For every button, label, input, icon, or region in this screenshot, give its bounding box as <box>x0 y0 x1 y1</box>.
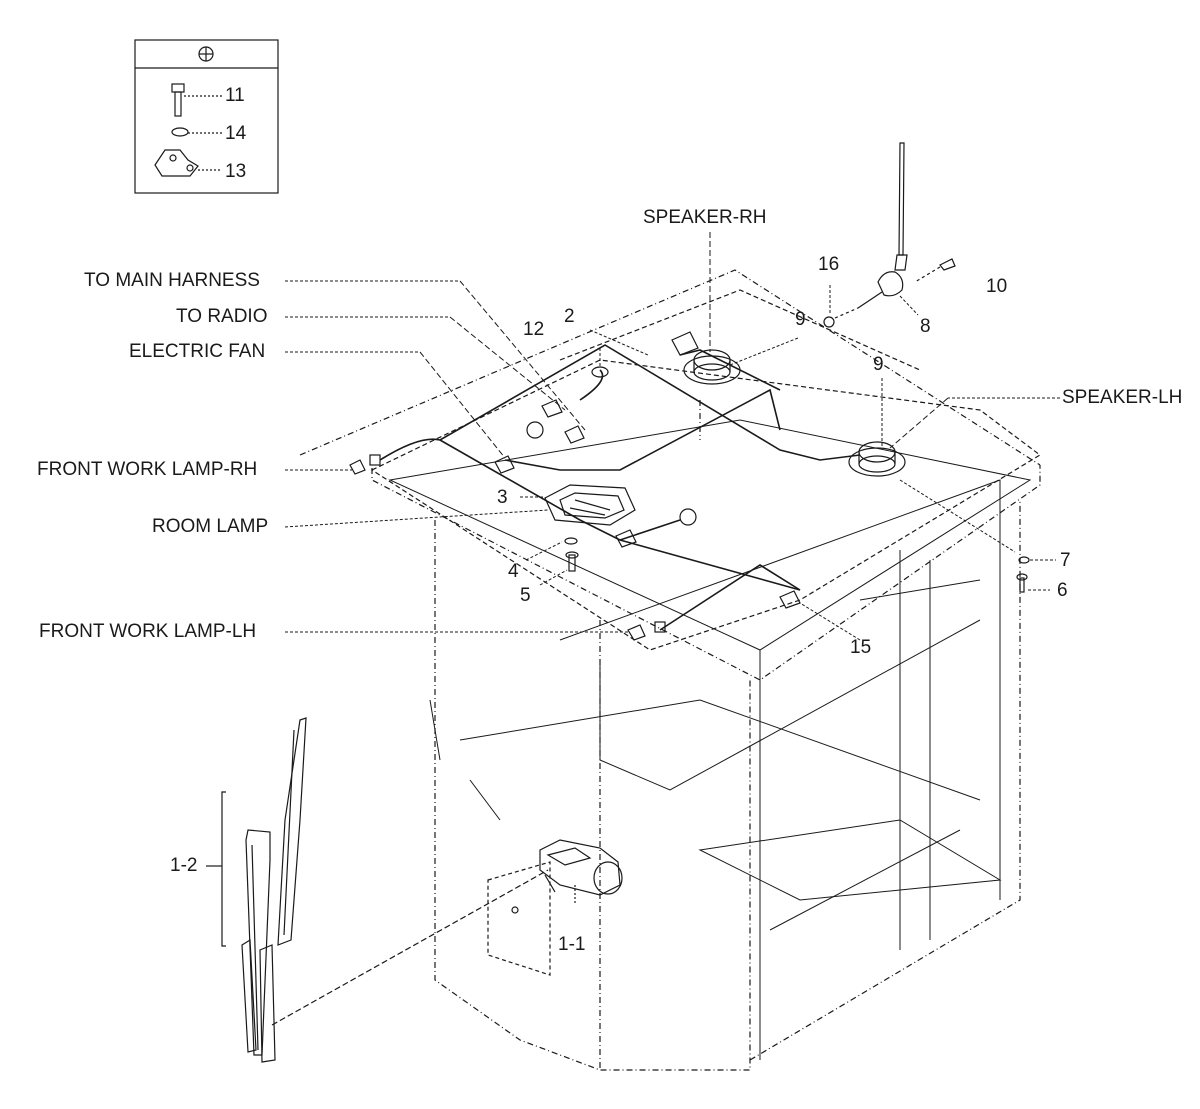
part-number-2: 2 <box>564 306 575 327</box>
bolt-11-icon <box>171 83 222 117</box>
part-number-16: 16 <box>818 254 840 275</box>
callout-leaders <box>284 232 1060 641</box>
part-number-1-1: 1-1 <box>558 934 586 955</box>
callout-speaker-lh: SPEAKER-LH <box>1062 387 1183 408</box>
speaker-lh <box>848 441 906 477</box>
part-number-15: 15 <box>850 637 872 658</box>
part-number-9-lh: 9 <box>873 354 884 375</box>
antenna-8 <box>857 142 908 309</box>
callout-room-lamp: ROOM LAMP <box>152 516 269 537</box>
nut-16 <box>823 307 859 328</box>
part-number-6: 6 <box>1057 580 1068 601</box>
part-number-13: 13 <box>225 161 247 182</box>
room-lamp-3 <box>544 484 636 572</box>
harness-clips <box>494 331 801 609</box>
part-number-14: 14 <box>225 123 247 144</box>
bracket-13-icon <box>154 149 222 177</box>
part-number-7: 7 <box>1060 550 1071 571</box>
part-number-11: 11 <box>225 85 245 106</box>
part-number-9-rh: 9 <box>795 309 806 330</box>
roof-panel <box>370 289 1042 651</box>
callout-speaker-rh: SPEAKER-RH <box>643 207 767 228</box>
harness-clamp-12 <box>591 366 609 378</box>
front-work-lamp-lh-connector <box>627 621 666 641</box>
part-number-4: 4 <box>508 561 519 582</box>
wiper-assembly-1-2 <box>206 717 549 1063</box>
screw-10 <box>914 258 956 283</box>
screw-6 <box>1016 573 1028 593</box>
wire-harness-2 <box>379 344 861 631</box>
front-work-lamp-rh-connector <box>349 454 381 475</box>
part-number-1-2: 1-2 <box>170 855 198 876</box>
part-number-5: 5 <box>520 585 531 606</box>
part-number-3: 3 <box>497 487 508 508</box>
wiper-motor-1-1 <box>487 839 623 976</box>
callout-electric-fan: ELECTRIC FAN <box>129 341 266 362</box>
callout-front-work-lamp-rh: FRONT WORK LAMP-RH <box>37 459 258 480</box>
part-number-12: 12 <box>523 319 545 340</box>
hardware-inset-box <box>134 39 279 194</box>
grommets <box>526 421 697 526</box>
washer-14-icon <box>171 127 222 137</box>
part-number-8: 8 <box>920 316 931 337</box>
cab-frame <box>388 419 1032 1060</box>
speaker-rh <box>683 349 741 385</box>
cab-outline <box>299 269 1041 1071</box>
callout-to-radio: TO RADIO <box>176 306 268 327</box>
callout-front-work-lamp-lh: FRONT WORK LAMP-LH <box>39 621 257 642</box>
washer-7 <box>1018 556 1030 564</box>
callout-to-main-harness: TO MAIN HARNESS <box>84 270 260 291</box>
part-number-10: 10 <box>986 276 1008 297</box>
